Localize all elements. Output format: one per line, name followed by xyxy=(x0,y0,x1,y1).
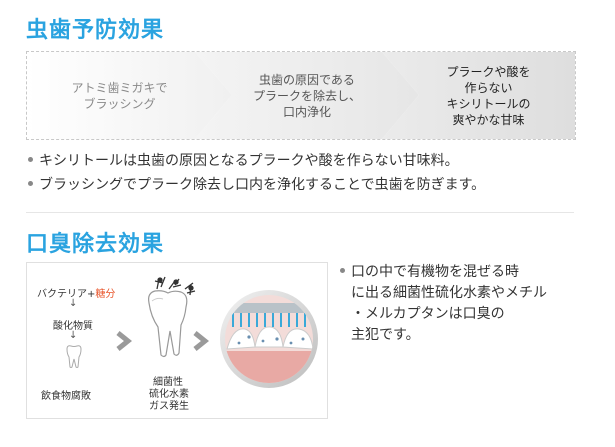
arrow-down-icon: ↓ xyxy=(69,298,78,309)
plus-label: + xyxy=(87,289,96,300)
gas-label-1: 細菌性 xyxy=(153,377,183,388)
bullet-dot-icon xyxy=(28,156,33,162)
bacteria-label: バクテリア xyxy=(37,289,87,300)
chevron-step-2 xyxy=(195,52,419,139)
food-decay-label: 飲食物腐敗 xyxy=(41,391,91,402)
bullet-xylitol-text: キシリトールは虫歯の原因となるプラークや酸を作らない甘味料。 xyxy=(39,153,459,169)
chevron-right-icon xyxy=(116,331,133,351)
oxidation-label: 酸化物質 xyxy=(53,321,93,332)
chevron-step-1 xyxy=(27,52,232,139)
flow-step-2: 虫歯の原因である プラークを除去し、 口内浄化 xyxy=(212,52,402,139)
sugar-label: 糖分 xyxy=(95,289,116,300)
section-title-breath: 口臭除去効果 xyxy=(26,232,165,257)
flow-step-1-text: アトミ歯ミガキで ブラッシング xyxy=(71,80,168,111)
small-tooth-icon xyxy=(66,345,82,368)
section-divider xyxy=(26,212,574,213)
bullet-brushing: ブラッシングでプラーク除去し口内を浄化することで虫歯を防ぎます。 xyxy=(28,174,485,194)
chevron-right-icon xyxy=(193,331,210,351)
flow-step-2-text: 虫歯の原因である プラークを除去し、 口内浄化 xyxy=(252,72,361,119)
process-flow: アトミ歯ミガキで ブラッシング 虫歯の原因である プラークを除去し、 口内浄化 … xyxy=(26,51,576,140)
note-line-4: 主犯です。 xyxy=(351,327,420,343)
flow-step-1: アトミ歯ミガキで ブラッシング xyxy=(27,52,212,139)
flow-step-3-text: プラークや酸を 作らない キシリトールの 爽やかな甘味 xyxy=(446,64,531,127)
bad-breath-note: 口の中で有機物を混ぜる時 に出る細菌性硫化水素やメチル ・メルカプタンは口臭の … xyxy=(340,262,547,346)
note-line-2: に出る細菌性硫化水素やメチル xyxy=(351,285,547,301)
section-title-caries: 虫歯予防効果 xyxy=(26,18,165,43)
bullet-xylitol: キシリトールは虫歯の原因となるプラークや酸を作らない甘味料。 xyxy=(28,150,459,170)
gas-label-2: 硫化水素 xyxy=(149,389,189,400)
magnified-brushing-icon xyxy=(220,290,318,388)
arrow-down-icon: ↓ xyxy=(69,330,78,341)
bullet-brushing-text: ブラッシングでプラーク除去し口内を浄化することで虫歯を防ぎます。 xyxy=(39,177,486,193)
bullet-dot-icon xyxy=(28,180,33,186)
flow-step-3: プラークや酸を 作らない キシリトールの 爽やかな甘味 xyxy=(402,52,575,139)
note-line-1-text: 口の中で有機物を混ぜる時 xyxy=(351,264,519,280)
note-line-3: ・メルカプタンは口臭の xyxy=(351,306,505,322)
chevron-step-3 xyxy=(382,52,575,139)
bullet-dot-icon xyxy=(340,267,345,273)
note-line-1: 口の中で有機物を混ぜる時 xyxy=(340,262,547,283)
bacteria-sugar-label: バクテリア+糖分 xyxy=(37,285,115,300)
flow-chevrons xyxy=(27,52,575,139)
gas-label-3: ガス発生 xyxy=(149,401,189,412)
tooth-bacteria-icon xyxy=(148,276,196,358)
bad-breath-illustration: バクテリア+糖分 ↓ 酸化物質 ↓ 飲食物腐敗 細菌性 硫化水素 ガス発生 xyxy=(26,262,328,419)
